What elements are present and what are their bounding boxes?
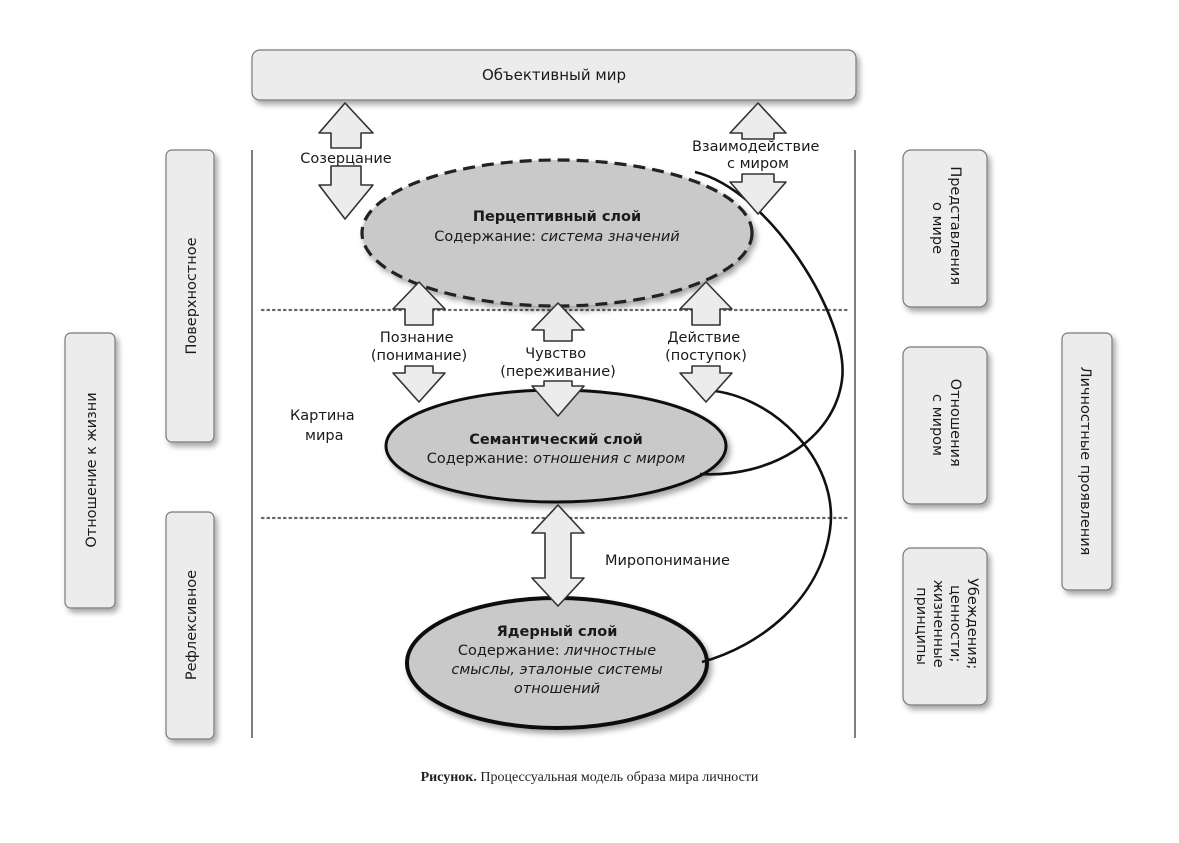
contemplation-label: Созерцание: [300, 151, 391, 167]
svg-text:Картина мира: Картина мира: [290, 408, 359, 444]
reflexive-box: Рефлексивное: [165, 511, 215, 740]
attitude-to-life-box: Отношение к жизни: [64, 332, 116, 609]
core-layer-content-line3: отношений: [514, 681, 600, 697]
objective-world-label: Объективный мир: [482, 66, 626, 84]
action-label-line1: Действие: [667, 330, 740, 346]
core-layer-content-label: Содержание:: [458, 643, 564, 659]
beliefs-line2: ценности;: [947, 585, 963, 662]
feeling-label-line2: (переживание): [500, 364, 616, 380]
surface-label: Поверхностное: [184, 237, 200, 354]
semantic-layer-title: Семантический слой: [469, 432, 643, 448]
beliefs-box: Убеждения; ценности; жизненные принципы: [902, 547, 988, 706]
action-label-line2: (поступок): [665, 348, 747, 364]
world-relations-line1: Отношения: [947, 379, 963, 467]
svg-text:Содержание: система значений: Содержание: система значений: [434, 229, 679, 245]
worldview-arrow: [531, 504, 585, 607]
world-relations-box: Отношения с миром: [902, 346, 988, 505]
svg-text:Познание (понимание): Познание (понимание): [371, 330, 467, 364]
core-layer-content-line1: личностные: [563, 643, 656, 659]
core-layer-title: Ядерный слой: [497, 624, 618, 640]
caption-text: Процессуальная модель образа мира личнос…: [476, 770, 759, 785]
interaction-label-line1: Взаимодействие: [692, 139, 820, 155]
cognition-label-line1: Познание: [380, 330, 454, 346]
figure-caption: Рисунок. Процессуальная модель образа ми…: [0, 770, 1179, 786]
world-relations-line2: с миром: [929, 394, 945, 456]
perceptive-layer-content: система значений: [541, 229, 680, 245]
personal-manifestations-box: Личностные проявления: [1061, 332, 1113, 591]
cognition-label-line2: (понимание): [371, 348, 467, 364]
world-ideas-line1: Представления: [947, 166, 963, 285]
beliefs-line3: жизненные: [930, 580, 946, 668]
action-arrow: [679, 281, 733, 403]
feeling-arrow: [531, 302, 585, 417]
world-ideas-line2: о мире: [929, 202, 945, 254]
semantic-layer-content: отношения с миром: [533, 451, 685, 467]
worldview-label: Миропонимание: [605, 553, 730, 569]
interaction-arrow: [729, 102, 787, 215]
svg-text:Отношения с миром: Отношения с миром: [929, 379, 963, 472]
cognition-arrow: [392, 281, 446, 403]
beliefs-line1: Убеждения;: [964, 578, 980, 669]
semantic-layer-content-label: Содержание:: [427, 451, 533, 467]
contemplation-arrow: [318, 102, 374, 220]
svg-text:Представления о мире: Представления о мире: [929, 166, 963, 289]
beliefs-line4: принципы: [913, 587, 929, 665]
svg-text:Взаимодействие с миром: Взаимодействие с миром: [692, 139, 824, 172]
svg-text:Чувство (переживание): Чувство (переживание): [500, 346, 616, 380]
perceptive-layer-title: Перцептивный слой: [473, 209, 641, 225]
svg-text:Содержание: личностные: Содержание: личностные: [458, 643, 656, 659]
surface-box: Поверхностное: [165, 149, 215, 443]
svg-text:Убеждения; ценности;: Убеждения; ценности; жизненные принципы: [913, 578, 980, 674]
world-picture-line2: мира: [305, 428, 343, 444]
curve-semantic-core: [699, 388, 833, 664]
svg-text:Действие (поступок): Действие (поступок): [665, 330, 747, 364]
caption-label: Рисунок.: [420, 770, 477, 785]
perceptive-layer-ellipse: [360, 158, 754, 308]
interaction-label-line2: с миром: [727, 156, 789, 172]
world-ideas-box: Представления о мире: [902, 149, 988, 308]
objective-world-box: Объективный мир: [251, 49, 857, 101]
svg-text:Содержание: отношения с миром: Содержание: отношения с миром: [427, 451, 686, 467]
reflexive-label: Рефлексивное: [184, 570, 200, 680]
world-picture-line1: Картина: [290, 408, 355, 424]
attitude-to-life-label: Отношение к жизни: [84, 392, 100, 547]
perceptive-layer-content-label: Содержание:: [434, 229, 540, 245]
feeling-label-line1: Чувство: [525, 346, 586, 362]
personal-manifestations-label: Личностные проявления: [1077, 367, 1093, 556]
core-layer-content-line2: смыслы, эталоные системы: [451, 662, 662, 678]
